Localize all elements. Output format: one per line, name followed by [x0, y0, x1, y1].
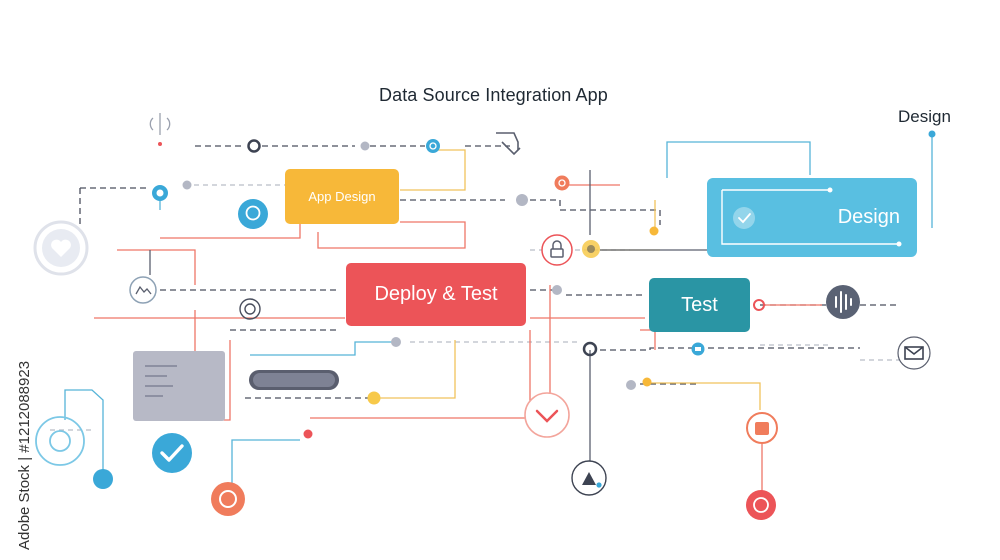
design-label: Design	[837, 206, 900, 228]
test-label: Test	[681, 293, 718, 316]
diagram-title: Data Source Integration App	[379, 85, 608, 105]
refresh-icon	[211, 482, 245, 516]
design-node-frame	[721, 187, 902, 247]
triangle-icon	[571, 460, 607, 496]
watermark-text: Adobe Stock | #1212088923	[16, 361, 33, 550]
progress-pill	[249, 370, 339, 390]
finger-tap-icon	[496, 132, 521, 156]
concentric-circle-icon	[35, 416, 85, 466]
lock-icon	[541, 234, 573, 266]
audio-wave-icon	[826, 285, 860, 319]
wifi-signal-icon	[149, 113, 171, 146]
coin-icon	[582, 240, 600, 258]
app-design-node: App Design	[285, 169, 399, 224]
support-icon	[746, 490, 776, 520]
bag-icon	[746, 412, 778, 444]
corner-design-label: Design	[898, 107, 951, 126]
test-node: Test	[649, 278, 750, 332]
watermark: Adobe Stock | #1212088923	[16, 361, 33, 550]
document-card	[133, 351, 225, 421]
app-design-label: App Design	[308, 189, 376, 204]
sync-icon	[426, 139, 440, 153]
check-icon	[152, 433, 192, 473]
tap-icon	[152, 185, 168, 201]
deploy-test-node: Deploy & Test	[346, 263, 526, 326]
target-icon	[239, 298, 261, 320]
deploy-test-label: Deploy & Test	[374, 283, 498, 305]
design-node: Design	[707, 178, 917, 257]
chevron-down-icon	[524, 392, 570, 438]
image-icon	[129, 276, 157, 304]
chart-icon	[691, 342, 705, 356]
heart-icon	[33, 220, 89, 276]
connection-dots	[93, 130, 936, 489]
chat-bubble-icon	[238, 199, 268, 229]
mail-icon	[897, 336, 931, 370]
gear-icon	[554, 175, 570, 191]
